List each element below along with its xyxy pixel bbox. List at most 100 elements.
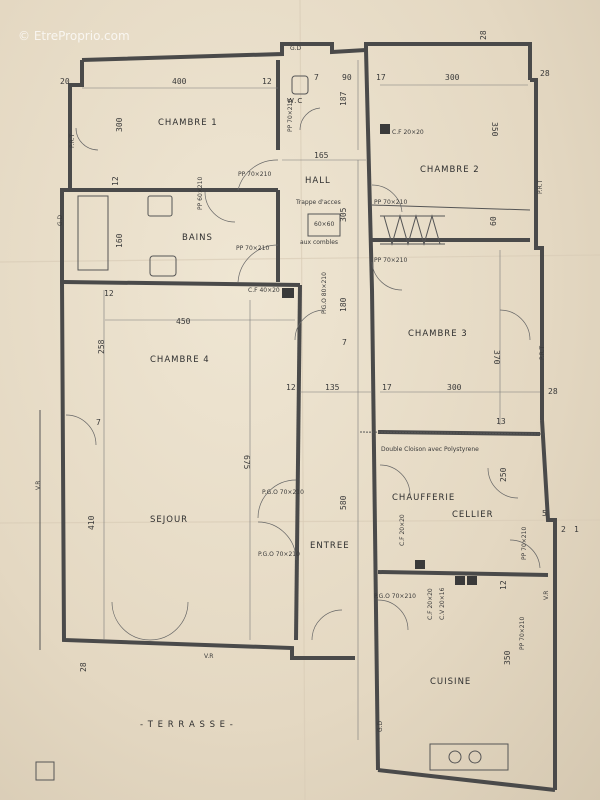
bath-outline [77,195,109,271]
plan-label: 450 [176,317,191,326]
plan-label: 675 [242,455,251,470]
plan-label: G.D [57,214,64,226]
plan-label: G.D [290,45,302,52]
room-entree: ENTREE [310,541,350,551]
plan-label: C.F 20×20 [427,588,434,620]
flue-icon [455,576,465,585]
plan-label: 2 [561,525,566,534]
plan-label: P.G.O 80×210 [321,272,328,314]
plan-label: 17 [376,73,386,82]
plan-label: V.R [204,653,213,660]
plan-label: 350 [503,650,512,665]
paper-fold [0,254,600,263]
plan-label: 258 [97,339,106,354]
north-arrow-icon [35,761,55,781]
room-chambre-2: CHAMBRE 2 [420,165,480,175]
plan-label: P.R.T [537,180,544,194]
plan-label: 135 [325,383,340,392]
flue-icon [415,560,425,569]
exterior-walls [39,42,557,792]
plan-label: 17 [382,383,392,392]
room-hall: HALL [305,176,331,186]
plan-label: 1 [574,525,579,534]
toilet-icon [291,75,309,95]
plan-label: C.F 40×20 [248,287,280,294]
plan-label: 300 [445,73,460,82]
sink-icon [149,255,177,277]
dimension-lines [82,60,540,740]
plan-label: PP 70×210 [374,199,407,206]
plan-label: PP 70×210 [521,527,528,560]
plan-label: 13 [496,417,506,426]
room-chambre-3: CHAMBRE 3 [408,329,468,339]
plan-label: C.F 20×20 [392,129,424,136]
plan-label: 7 [96,418,101,427]
plan-label: 250 [499,467,508,482]
paper-fold [299,0,306,800]
plan-label: 580 [339,495,348,510]
plan-label: 305 [339,207,348,222]
plan-label: 12 [499,580,508,590]
partition-note: Double Cloison avec Polystyrene [381,446,479,453]
plan-label: P.R.T [539,346,546,360]
plan-label: PP 70×210 [287,99,294,132]
paper-fold [0,519,600,524]
plan-label: 7 [314,73,319,82]
door-swings [65,107,541,641]
plan-label: 12 [286,383,296,392]
plan-label: 370 [492,350,501,365]
room-cellier: CELLIER [452,510,494,520]
plan-label: 410 [87,515,96,530]
plan-label: 180 [339,297,348,312]
plan-label: 7 [342,338,347,347]
plan-label: PP 70×210 [236,245,269,252]
kitchen-sink-icon [429,743,509,771]
flue-icon [380,124,390,134]
plan-label: 28 [548,387,558,396]
flue-icon [467,576,477,585]
plan-label: 165 [314,151,329,160]
plan-label: G.D [377,720,384,732]
attic-hatch [307,213,341,237]
plan-label: 90 [342,73,352,82]
plan-label: PP 70×210 [238,171,271,178]
plan-label: 28 [79,662,88,672]
plan-label: 300 [447,383,462,392]
attic-hatch-note: Trappe d'acces [295,199,341,206]
room-chambre-4: CHAMBRE 4 [150,355,210,365]
dimension-labels: 400 12 7 90 17 300 20 28 300 187 165 350… [60,30,579,672]
plan-label: 350 [490,122,499,137]
plan-label: V.R [35,481,42,490]
plan-label: 400 [172,77,187,86]
plan-label: 60 [489,216,498,226]
plan-label: C.F 20×20 [399,514,406,546]
plan-label: 12 [262,77,272,86]
plan-label: PP 70×210 [374,257,407,264]
plan-label: 12 [111,176,120,186]
attic-hatch-size: 60×60 [314,221,334,228]
attic-hatch-note: aux combles [300,239,338,246]
plan-label: 160 [115,233,124,248]
plan-label: 28 [479,30,488,40]
plan-label: P.G.O 70×210 [374,593,416,600]
notes: Trappe d'acces 60×60 aux combles Double … [295,199,479,453]
plan-label: PP 70×210 [519,617,526,650]
bathtub-icon [147,195,173,217]
plan-label: P.R.T [69,134,76,148]
fixtures [35,75,546,781]
room-cuisine: CUISINE [430,677,471,687]
plan-label: P.G.O 70×210 [262,489,304,496]
plan-label: PP 60×210 [197,177,204,210]
plan-label: 28 [540,69,550,78]
room-wc: W.C [287,97,303,105]
room-bains: BAINS [182,233,213,243]
plan-label: 12 [104,289,114,298]
plan-label: V.R [543,591,550,600]
opening-labels: C.F 20×20 PP 70×210 PP 70×210 PP 70×210 … [35,45,550,732]
plan-label: P.G.O 70×210 [258,551,300,558]
room-labels: CHAMBRE 1 W.C CHAMBRE 2 HALL BAINS CHAMB… [140,97,494,730]
plan-label: 300 [115,117,124,132]
room-chaufferie: CHAUFFERIE [392,493,455,503]
plan-label: 20 [60,77,70,86]
